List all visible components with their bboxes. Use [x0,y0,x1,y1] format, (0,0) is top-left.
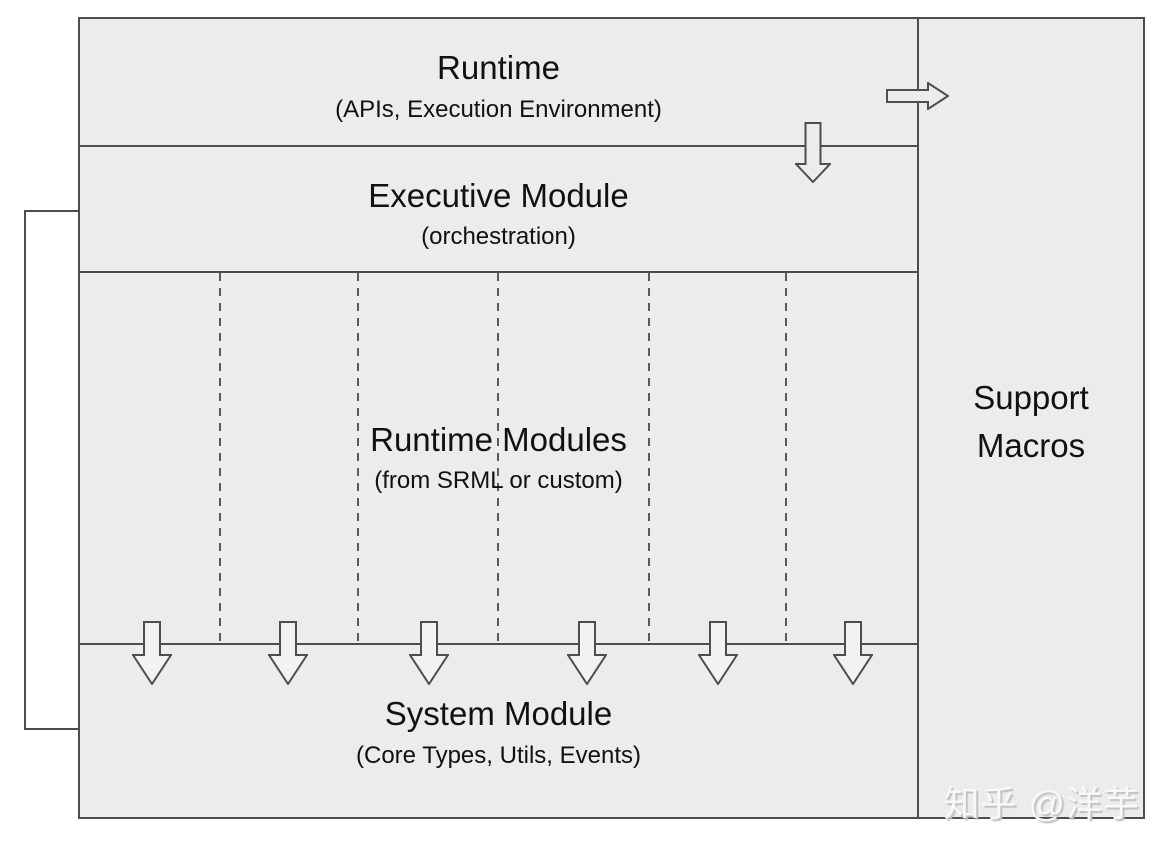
runtime-layer-title: Runtime [437,49,560,86]
support-macros-title: Support Macros [917,374,1145,470]
module-column-divider [357,273,359,645]
runtime-modules-layer-title: Runtime Modules [370,421,627,458]
down-arrow-icon [567,621,607,685]
support-macros-title-line1: Support [973,379,1089,416]
module-column-divider [497,273,499,645]
system-layer-title: System Module [384,695,613,732]
executive-layer-subtitle: (orchestration) [421,223,576,250]
right-arrow-icon [886,82,949,110]
module-column-divider [219,273,221,645]
executive-to-system-connector [24,210,78,730]
down-arrow-icon [795,122,831,183]
down-arrow-icon [698,621,738,685]
module-column-divider [785,273,787,645]
system-layer-subtitle: (Core Types, Utils, Events) [356,742,641,769]
module-column-divider [648,273,650,645]
support-macros-title-line2: Macros [976,427,1086,464]
runtime-layer-subtitle: (APIs, Execution Environment) [335,96,662,123]
zhihu-watermark: 知乎 @洋芋 [943,783,1140,824]
down-arrow-icon [409,621,449,685]
support-macros-box [917,17,1145,819]
down-arrow-icon [132,621,172,685]
executive-layer-title: Executive Module [368,177,629,214]
runtime-executive-divider [78,145,919,147]
down-arrow-icon [833,621,873,685]
runtime-modules-layer-subtitle: (from SRML or custom) [374,467,623,494]
down-arrow-icon [268,621,308,685]
executive-modules-divider [78,271,919,273]
